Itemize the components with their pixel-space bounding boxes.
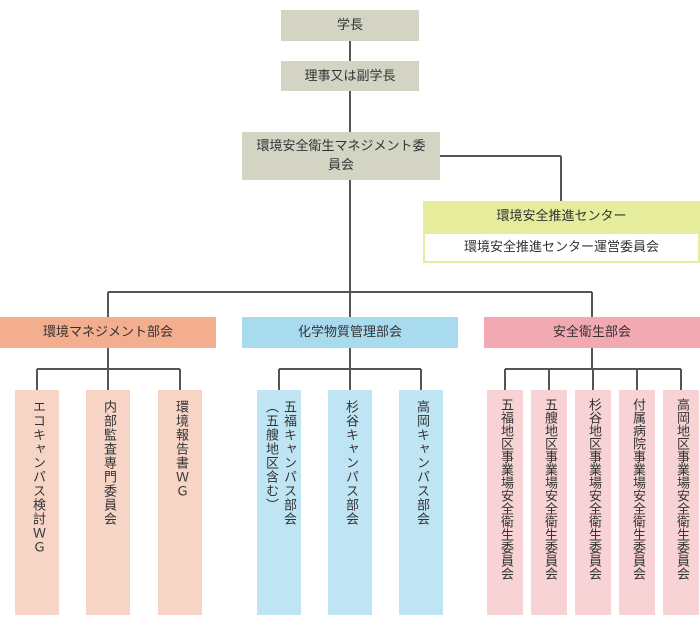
division-safety: 安全衛生部会 bbox=[484, 317, 700, 348]
director-label: 理事又は副学長 bbox=[304, 68, 396, 84]
division-environment: 環境マネジメント部会 bbox=[0, 317, 216, 348]
group-label: 五福キャンパス部会 bbox=[281, 400, 296, 526]
group-gofuku-campus: 五福キャンパス部会 （五艘地区含む） bbox=[257, 390, 301, 615]
group-eco-campus-wg: エコキャンパス検討ＷＧ bbox=[15, 390, 59, 615]
group-label: 杉谷キャンパス部会 bbox=[343, 400, 358, 526]
group-label: 付属病院事業場安全衛生委員会 bbox=[630, 398, 645, 580]
division-label: 環境マネジメント部会 bbox=[42, 325, 173, 340]
group-label: 高岡地区事業場安全衛生委員会 bbox=[674, 398, 689, 580]
group-internal-audit: 内部監査専門委員会 bbox=[86, 390, 130, 615]
group-label: 環境報告書ＷＧ bbox=[173, 400, 188, 498]
division-label: 安全衛生部会 bbox=[552, 325, 631, 340]
group-gofuku-safety: 五福地区事業場安全衛生委員会 bbox=[487, 390, 523, 615]
group-label: 五福地区事業場安全衛生委員会 bbox=[498, 398, 513, 580]
division-chemical: 化学物質管理部会 bbox=[242, 317, 458, 348]
director-box: 理事又は副学長 bbox=[281, 61, 419, 91]
group-sugitani-campus: 杉谷キャンパス部会 bbox=[328, 390, 372, 615]
group-label: 五艘地区事業場安全衛生委員会 bbox=[542, 398, 557, 580]
group-label: 杉谷地区事業場安全衛生委員会 bbox=[586, 398, 601, 580]
group-gosou-safety: 五艘地区事業場安全衛生委員会 bbox=[531, 390, 567, 615]
president-label: 学長 bbox=[336, 18, 363, 33]
committee-label: 環境安全衛生マネジメント委員会 bbox=[256, 139, 426, 173]
group-sugitani-safety: 杉谷地区事業場安全衛生委員会 bbox=[575, 390, 611, 615]
committee-box: 環境安全衛生マネジメント委員会 bbox=[242, 132, 440, 180]
group-label: 内部監査専門委員会 bbox=[101, 400, 116, 526]
president-box: 学長 bbox=[281, 10, 419, 41]
center-committee-box: 環境安全推進センター運営委員会 bbox=[423, 232, 700, 263]
group-label: エコキャンパス検討ＷＧ bbox=[30, 400, 45, 554]
group-takaoka-safety: 高岡地区事業場安全衛生委員会 bbox=[663, 390, 699, 615]
center-label: 環境安全推進センター bbox=[496, 209, 627, 224]
center-committee-label: 環境安全推進センター運営委員会 bbox=[463, 240, 659, 255]
group-takaoka-campus: 高岡キャンパス部会 bbox=[399, 390, 443, 615]
group-sublabel: （五艘地区含む） bbox=[263, 400, 278, 512]
division-label: 化学物質管理部会 bbox=[297, 325, 402, 340]
group-label: 高岡キャンパス部会 bbox=[414, 400, 429, 526]
group-env-report-wg: 環境報告書ＷＧ bbox=[158, 390, 202, 615]
group-hospital-safety: 付属病院事業場安全衛生委員会 bbox=[619, 390, 655, 615]
center-box: 環境安全推進センター bbox=[423, 201, 700, 232]
